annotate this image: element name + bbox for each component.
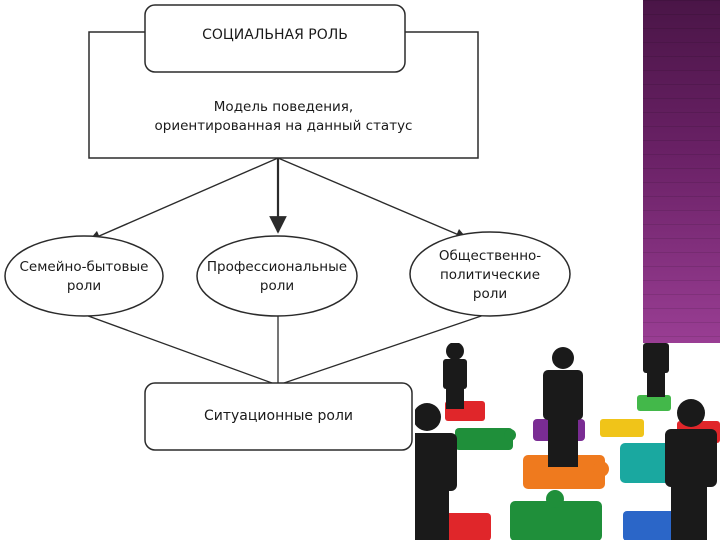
puzzle-piece-green-small	[637, 395, 671, 411]
role-title: СОЦИАЛЬНАЯ РОЛЬ	[202, 27, 348, 43]
arrow-to-family-roles	[88, 157, 279, 242]
purple-side-panel	[643, 0, 720, 345]
person-silhouette-top-right	[643, 343, 669, 397]
definition-text: Модель поведения, ориентированная на дан…	[95, 98, 472, 136]
person-silhouette-center	[543, 347, 583, 467]
family-roles-ellipse	[4, 235, 164, 317]
connector-family-to-situational	[79, 312, 273, 384]
professional-roles-line-2: роли	[259, 278, 295, 294]
people-on-puzzle-pieces-illustration	[415, 343, 720, 540]
family-roles-line-1: Семейно-бытовые	[19, 259, 149, 275]
puzzle-knob-green-left	[504, 429, 516, 441]
person-body	[665, 429, 717, 487]
person-silhouette-left	[415, 403, 457, 540]
puzzle-piece-red-bottom	[445, 513, 491, 540]
family-roles-line-2: роли	[66, 278, 102, 294]
professional-roles-line-1: Профессиональные	[206, 259, 348, 275]
person-body	[643, 343, 669, 373]
role-title-box	[144, 4, 406, 73]
definition-line-1: Модель поведения,	[213, 99, 354, 115]
person-legs	[671, 485, 707, 540]
person-body	[443, 359, 467, 389]
person-head	[552, 347, 574, 369]
puzzle-piece-green-bottom	[510, 501, 602, 540]
professional-roles-text: Профессиональные роли	[198, 258, 356, 296]
person-legs	[446, 387, 464, 409]
situational-roles-box	[144, 382, 413, 451]
family-roles-text: Семейно-бытовые роли	[8, 258, 160, 296]
arrow-to-social-political-roles	[277, 157, 468, 240]
puzzle-knob-orange	[593, 461, 609, 477]
professional-roles-ellipse	[196, 235, 358, 317]
social-political-roles-line-3: роли	[472, 286, 508, 302]
situational-roles-label: Ситуационные роли	[203, 408, 353, 424]
person-silhouette-right	[665, 399, 717, 540]
person-head	[446, 343, 464, 360]
person-body	[415, 433, 457, 491]
person-legs	[647, 371, 665, 397]
puzzle-piece-teal	[620, 443, 676, 483]
puzzle-knob-green-bottom	[546, 490, 564, 508]
social-political-roles-line-2: политические	[439, 267, 541, 283]
person-head	[677, 399, 705, 427]
person-silhouette-top-left	[443, 343, 467, 409]
social-political-roles-ellipse	[409, 231, 571, 317]
puzzle-piece-orange	[523, 455, 605, 489]
person-head	[415, 403, 441, 431]
social-political-roles-line-1: Общественно-	[438, 248, 542, 264]
social-political-roles-text: Общественно- политические роли	[412, 247, 568, 304]
puzzle-piece-blue	[623, 511, 683, 540]
person-body	[543, 370, 583, 420]
definition-line-2: ориентированная на данный статус	[154, 118, 413, 134]
person-legs	[415, 488, 449, 540]
puzzle-piece-green-left	[455, 428, 513, 450]
puzzle-piece-yellow	[600, 419, 644, 437]
person-legs	[548, 417, 578, 467]
connector-political-to-situational	[283, 312, 491, 384]
